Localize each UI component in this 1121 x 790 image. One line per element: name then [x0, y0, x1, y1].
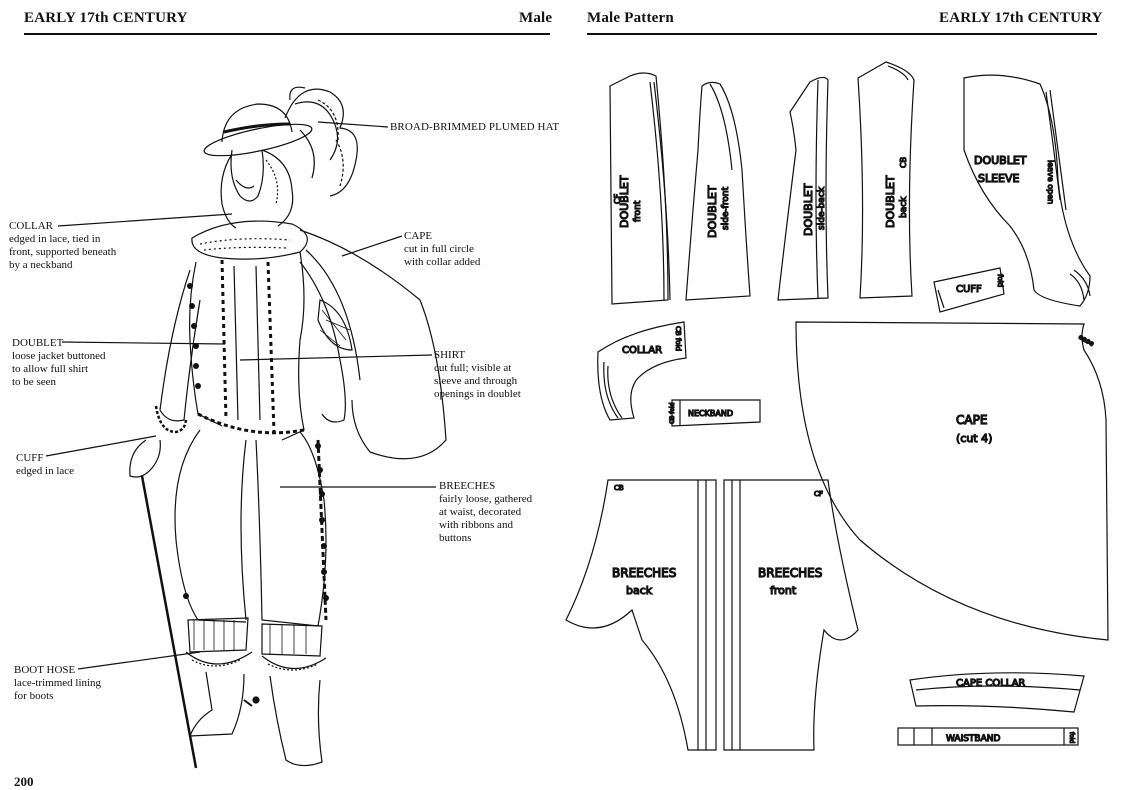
callout-collar-line: by a neckband [9, 259, 73, 271]
header-rule [587, 33, 1097, 35]
doublet-side-back-sub: side-back [817, 186, 827, 230]
callout-shirt: SHIRT cut full; visible at sleeve and th… [434, 349, 521, 401]
callout-collar-title: COLLAR [9, 220, 53, 232]
doublet-front-label: DOUBLET [618, 175, 631, 228]
piece-cape-collar: CAPE COLLAR [909, 672, 1085, 713]
callout-breeches-line: at waist, decorated [439, 506, 522, 518]
breeches-back-mark: CB [614, 484, 624, 492]
callout-shirt-line: openings in doublet [434, 388, 521, 400]
breeches-back-sub: back [626, 584, 653, 597]
breeches-front-label: BREECHES [758, 566, 822, 580]
callout-collar-line: front, supported beneath [9, 246, 117, 258]
callout-hat: BROAD-BRIMMED PLUMED HAT [390, 121, 559, 134]
piece-collar: COLLAR CB fold [597, 321, 687, 421]
waistband-label: WAISTBAND [946, 734, 1000, 744]
running-header-pattern: Male Pattern [587, 10, 674, 26]
collar-label: COLLAR [622, 345, 662, 356]
doublet-sleeve-note: leave open [1046, 160, 1055, 204]
doublet-side-front-label: DOUBLET [706, 185, 719, 238]
waistband-note: fold [1068, 732, 1075, 743]
running-header-left: EARLY 17th CENTURY [24, 10, 188, 26]
collar-note: CB fold [674, 326, 682, 351]
doublet-side-front-sub: side-front [721, 186, 731, 230]
callout-boot-hose: BOOT HOSE lace-trimmed lining for boots [14, 664, 101, 703]
page-number: 200 [14, 774, 34, 789]
callout-doublet-title: DOUBLET [12, 337, 64, 349]
callout-cape-line: with collar added [404, 256, 481, 268]
neckband-label: NECKBAND [688, 409, 733, 418]
callout-cape-line: cut in full circle [404, 243, 474, 255]
callout-hat-title: BROAD-BRIMMED PLUMED HAT [390, 121, 560, 133]
piece-neckband: NECKBAND CB fold [668, 399, 761, 427]
doublet-front-mark: CF [613, 193, 622, 204]
costume-illustration [45, 86, 447, 769]
callout-cuff-title: CUFF [16, 452, 44, 464]
cape-collar-label: CAPE COLLAR [956, 678, 1025, 689]
doublet-sleeve-sub: SLEEVE [978, 172, 1020, 185]
cape-label: CAPE [956, 413, 987, 427]
callout-collar: COLLAR edged in lace, tied in front, sup… [9, 220, 116, 272]
running-header-gender: Male [519, 10, 553, 26]
doublet-side-back-label: DOUBLET [802, 183, 815, 236]
breeches-front-mark: CF [814, 490, 823, 498]
piece-breeches-front: CF BREECHES front [723, 479, 859, 751]
callout-cape: CAPE cut in full circle with collar adde… [404, 230, 480, 269]
callout-breeches-line: fairly loose, gathered [439, 493, 533, 505]
cuff-note: fold [996, 274, 1004, 287]
callout-doublet: DOUBLET loose jacket buttoned to allow f… [12, 337, 105, 389]
cuff-label: CUFF [956, 284, 982, 295]
callout-breeches: BREECHES fairly loose, gathered at waist… [439, 480, 532, 545]
callout-doublet-line: to allow full shirt [12, 363, 89, 375]
right-page: Male Pattern EARLY 17th CENTURY DOUBLET … [560, 0, 1121, 785]
callout-doublet-line: loose jacket buttoned [12, 350, 106, 362]
callout-cape-title: CAPE [404, 230, 433, 242]
doublet-back-label: DOUBLET [884, 175, 897, 228]
callout-shirt-line: cut full; visible at [434, 362, 512, 374]
neckband-note: CB fold [669, 402, 676, 424]
callout-boot-hose-line: lace-trimmed lining [14, 677, 102, 689]
breeches-back-label: BREECHES [612, 566, 676, 580]
breeches-front-sub: front [770, 584, 797, 597]
piece-doublet-side-front: DOUBLET side-front [685, 81, 751, 301]
callout-cuff-line: edged in lace [16, 465, 75, 477]
callout-doublet-line: to be seen [12, 376, 56, 388]
piece-breeches-back: CB BREECHES back [565, 479, 717, 751]
cape-note: ease [1077, 333, 1095, 348]
callout-boot-hose-line: for boots [14, 690, 54, 702]
cape-sub: (cut 4) [956, 432, 992, 445]
pattern-pieces: DOUBLET front CF DOUBLET side-front DOUB… [565, 61, 1109, 751]
piece-doublet-front: DOUBLET front CF [609, 72, 671, 305]
piece-doublet-sleeve: DOUBLET SLEEVE leave open [963, 74, 1091, 307]
doublet-front-sub: front [633, 200, 643, 222]
callout-breeches-line: with ribbons and [439, 519, 513, 531]
piece-waistband: WAISTBAND fold [897, 727, 1079, 746]
callout-breeches-title: BREECHES [439, 480, 496, 492]
doublet-sleeve-label: DOUBLET [974, 154, 1027, 167]
piece-doublet-back: DOUBLET back CB [857, 61, 915, 299]
callout-breeches-line: buttons [439, 532, 472, 544]
piece-doublet-side-back: DOUBLET side-back [777, 76, 829, 301]
callout-collar-line: edged in lace, tied in [9, 233, 101, 245]
left-page: EARLY 17th CENTURY Male [0, 0, 560, 789]
callout-cuff: CUFF edged in lace [16, 452, 74, 478]
callout-boot-hose-title: BOOT HOSE [14, 664, 76, 676]
header-rule [24, 33, 550, 35]
running-header-right: EARLY 17th CENTURY [939, 10, 1103, 26]
piece-cuff: CUFF fold [933, 267, 1005, 313]
callout-shirt-line: sleeve and through [434, 375, 518, 387]
piece-cape: CAPE (cut 4) ease [795, 321, 1109, 641]
doublet-back-sub: back [899, 196, 909, 218]
callout-shirt-title: SHIRT [434, 349, 466, 361]
doublet-back-mark: CB [899, 157, 908, 168]
